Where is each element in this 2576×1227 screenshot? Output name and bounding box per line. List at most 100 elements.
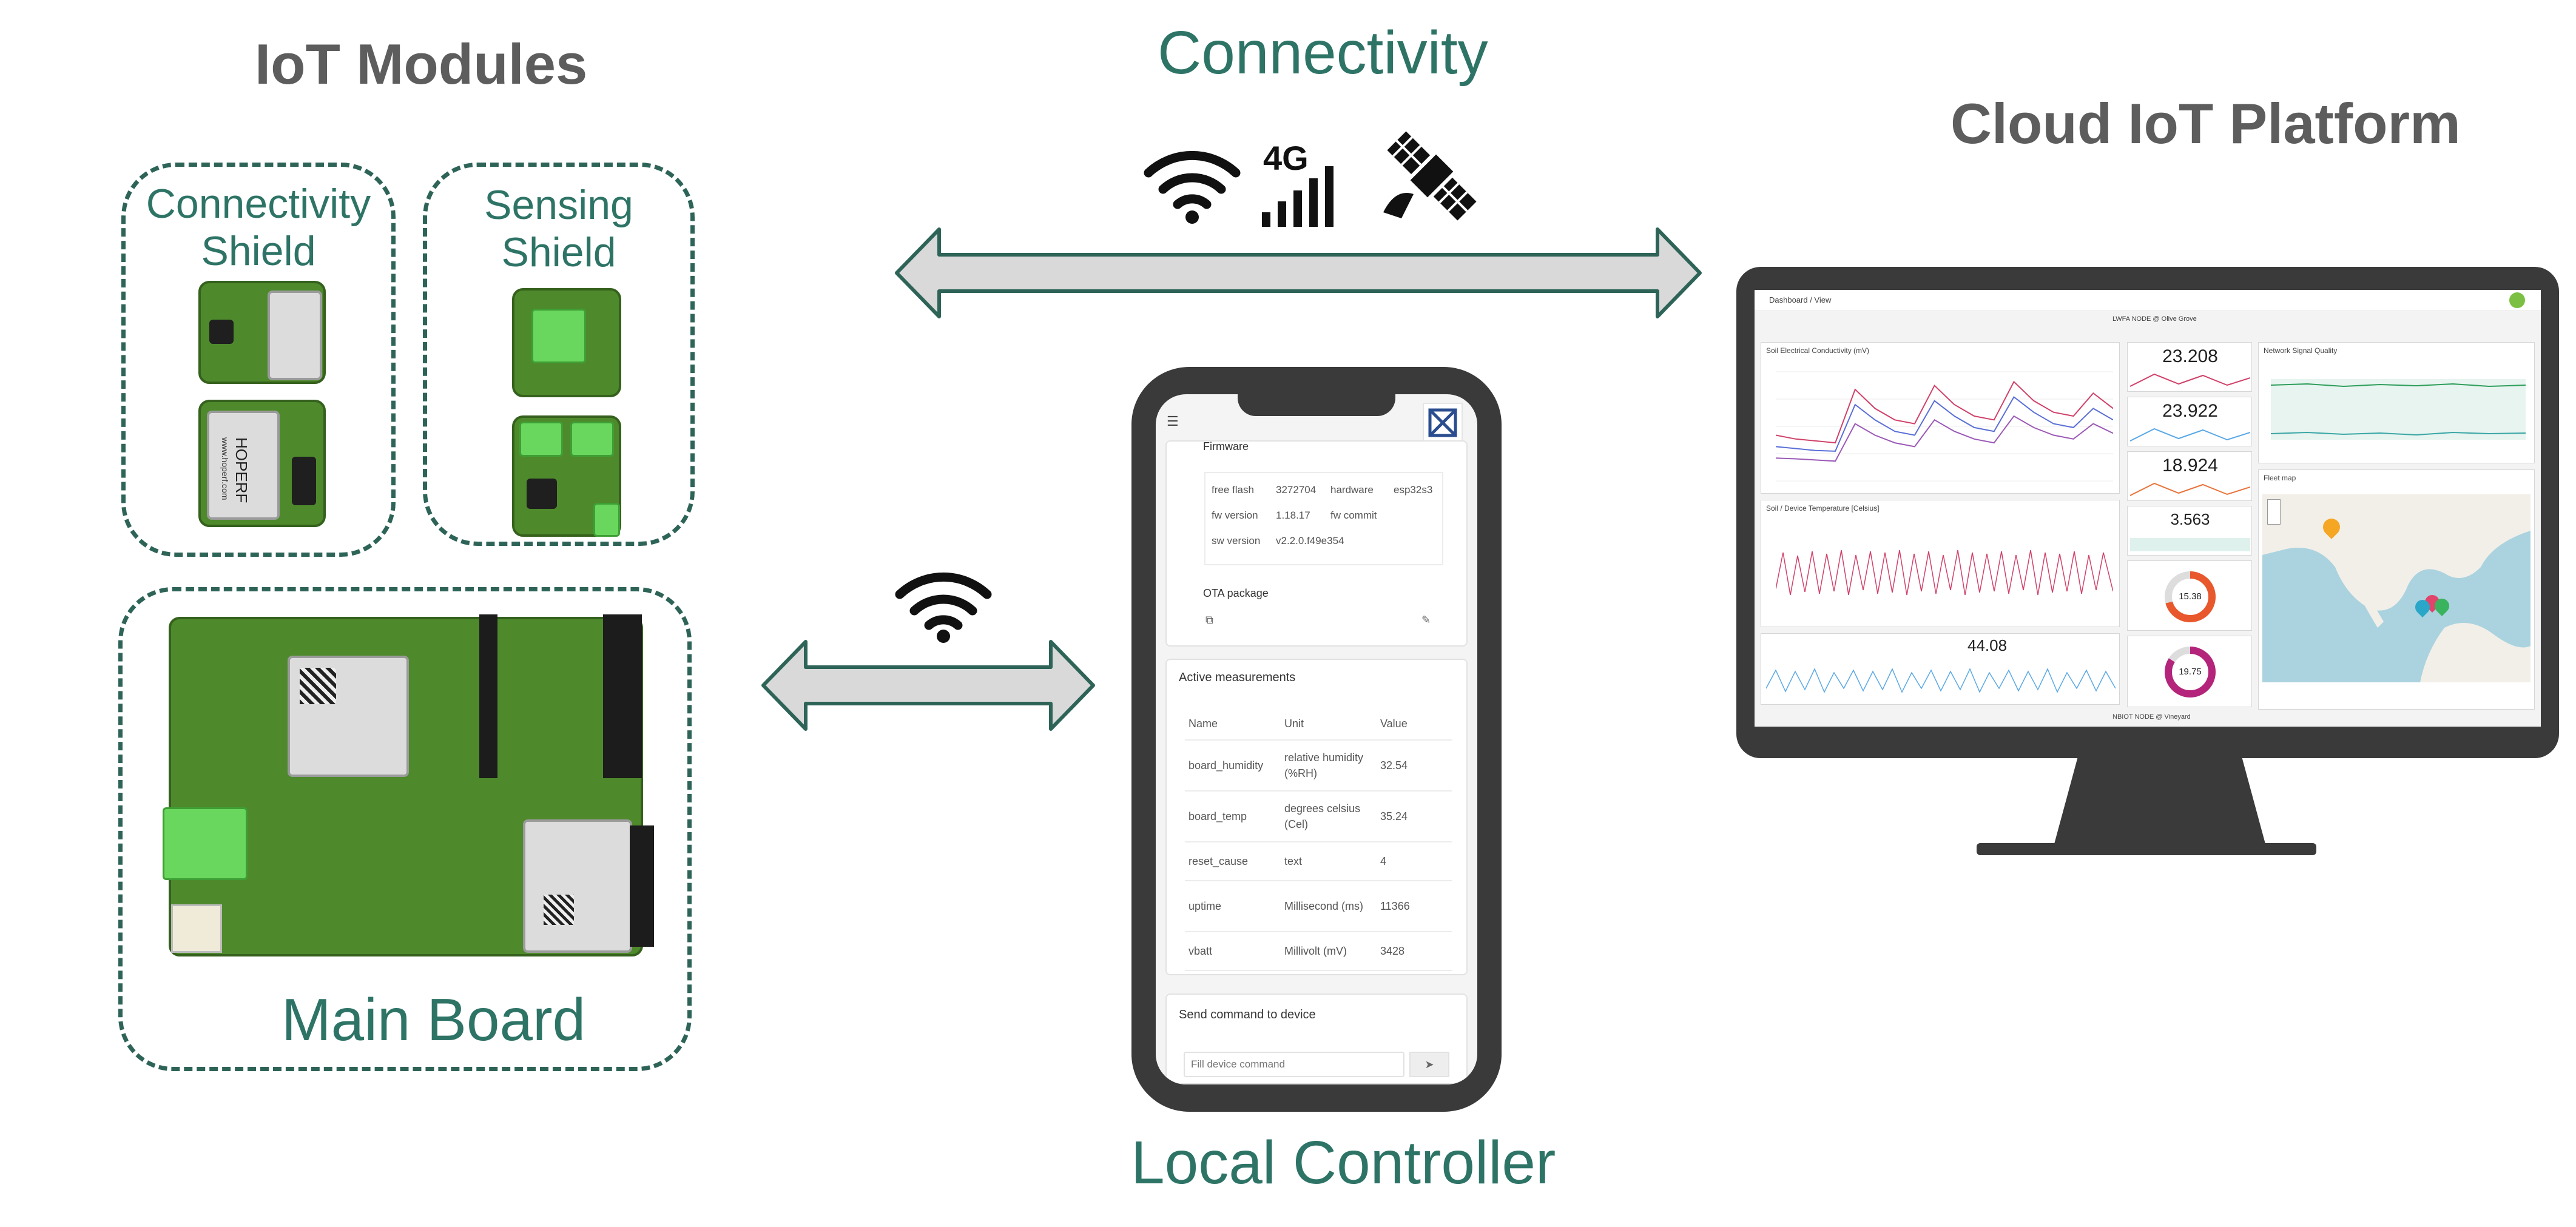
monitor-stand-base (1977, 843, 2316, 855)
hoperf-label: HOPERF (232, 437, 251, 503)
connectivity-shield-group: Connectivity Shield HOPERF www.hoperf.co… (121, 163, 396, 557)
hoperf-url: www.hoperf.com (220, 437, 230, 500)
measurement-value: 35.24 (1377, 791, 1452, 842)
pin-header-right (603, 614, 642, 778)
device-command-input[interactable] (1184, 1052, 1404, 1077)
stat-panel-2: 23.922 (2127, 397, 2252, 446)
main-board-group: Main Board (118, 587, 692, 1071)
hoperf-module: HOPERF www.hoperf.com (207, 411, 280, 520)
conductivity-chart (1776, 371, 2113, 482)
sensing-module-bottom (512, 415, 621, 537)
fleet-map[interactable] (2262, 494, 2530, 682)
sensing-shield-group: Sensing Shield (423, 163, 695, 546)
terminal-block-1 (519, 422, 563, 457)
local-link-arrow (761, 640, 1095, 731)
connectivity-module-top (198, 281, 326, 384)
ota-package-title: OTA package (1203, 587, 1269, 599)
stat-value: 23.922 (2162, 401, 2218, 421)
humidity-panel: 44.08 (1761, 633, 2120, 705)
table-row: board_temp degrees celsius (Cel) 35.24 (1185, 791, 1452, 842)
measurement-name: board_temp (1185, 791, 1281, 842)
menu-icon[interactable]: ☰ (1167, 414, 1179, 429)
conductivity-series-3 (1776, 415, 2113, 462)
measurement-value: 32.54 (1377, 740, 1452, 792)
copy-icon[interactable]: ⧉ (1205, 614, 1213, 626)
wifi-icon (1144, 151, 1241, 224)
dashboard-topbar: Dashboard / View (1755, 290, 2541, 311)
logo-mark-icon (1428, 408, 1457, 437)
stat-sparkline (2130, 428, 2250, 442)
send-command-card: Send command to device ➤ (1165, 993, 1468, 1084)
pin-header-top (479, 614, 497, 778)
table-header-row: Name Unit Value (1185, 708, 1452, 741)
measurement-value: 3428 (1377, 932, 1452, 971)
battery-connector (171, 904, 222, 953)
firmware-title: Firmware (1203, 440, 1249, 452)
cellular-module (288, 656, 409, 777)
esp32-module (523, 819, 632, 953)
connector (292, 457, 316, 505)
conductivity-title: Soil Electrical Conductivity (mV) (1766, 346, 1870, 355)
stat-panel-1: 23.208 (2127, 342, 2252, 392)
stat-value-44: 44.08 (1967, 636, 2008, 654)
cloud-platform-title: Cloud IoT Platform (1951, 92, 2461, 155)
dashboard-screen: Dashboard / View LWFA NODE @ Olive Grove… (1755, 290, 2541, 727)
dashboard-breadcrumb[interactable]: Dashboard / View (1769, 295, 1832, 304)
measurement-name: reset_cause (1185, 842, 1281, 881)
module-chip (209, 320, 234, 344)
measurement-unit: Millivolt (mV) (1281, 932, 1377, 971)
satellite-icon (1383, 131, 1477, 221)
edit-icon[interactable]: ✎ (1421, 614, 1431, 626)
qr-code (300, 668, 336, 704)
local-controller-title: Local Controller (1131, 1129, 1556, 1197)
connectivity-module-bottom: HOPERF www.hoperf.com (198, 400, 326, 527)
antenna (630, 825, 654, 947)
gauge-ring (2165, 647, 2216, 698)
conductivity-series-2 (1776, 396, 2113, 452)
bottom-row-title: NBIOT NODE @ Vineyard (2112, 713, 2191, 721)
stat-panel-4: 3.563 (2127, 506, 2252, 556)
main-terminal-block (163, 807, 248, 880)
stat-sparkline (2130, 482, 2250, 496)
cellular-signal-icon (1262, 166, 1334, 227)
firmware-table: free flash 3272704 hardware esp32s3 fw v… (1204, 472, 1443, 565)
wifi-icon-local (895, 573, 992, 643)
terminal-block (531, 309, 586, 363)
measurements-table: Name Unit Value board_humidity relative … (1185, 708, 1452, 971)
fw-key-hardware: hardware (1330, 484, 1374, 496)
terminal-block-3 (593, 503, 620, 537)
sensing-module-top (512, 288, 621, 397)
map-land (2262, 494, 2530, 682)
send-command-button[interactable]: ➤ (1409, 1052, 1449, 1077)
fleet-map-panel: Fleet map (2258, 469, 2535, 710)
measurement-name: uptime (1185, 881, 1281, 932)
phone-screen: ☰ Firmware free flash 3272704 hardware e… (1156, 394, 1477, 1084)
app-logo (1423, 403, 1463, 443)
table-row: vbatt Millivolt (mV) 3428 (1185, 932, 1452, 971)
table-row: board_humidity relative humidity (%RH) 3… (1185, 740, 1452, 792)
humidity-chart (1766, 668, 2116, 693)
map-zoom-control[interactable] (2267, 499, 2281, 525)
fleet-map-title: Fleet map (2264, 474, 2296, 482)
active-measurements-title: Active measurements (1179, 671, 1296, 684)
table-row: reset_cause text 4 (1185, 842, 1452, 881)
send-command-title: Send command to device (1179, 1008, 1316, 1021)
firmware-card: Firmware free flash 3272704 hardware esp… (1165, 440, 1468, 647)
radio-module (268, 291, 322, 380)
header-value: Value (1377, 708, 1452, 741)
connectivity-title: Connectivity (1158, 19, 1488, 87)
conductivity-panel: Soil Electrical Conductivity (mV) (1761, 342, 2120, 494)
measurement-name: board_humidity (1185, 740, 1281, 792)
measurement-unit: Millisecond (ms) (1281, 881, 1377, 932)
cellular-4g-label: 4G (1263, 139, 1309, 177)
cloud-link-arrow (895, 227, 1702, 318)
fw-val-sw-version: v2.2.0.f49e354 (1276, 535, 1344, 546)
phone-notch (1238, 394, 1395, 416)
fw-key-fw-version: fw version (1212, 509, 1258, 521)
top-row-title: LWFA NODE @ Olive Grove (2112, 315, 2197, 323)
measurement-unit: degrees celsius (Cel) (1281, 791, 1377, 842)
fw-val-free-flash: 3272704 (1276, 484, 1317, 496)
terminal-block-2 (570, 422, 614, 457)
header-unit: Unit (1281, 708, 1377, 741)
table-row: uptime Millisecond (ms) 11366 (1185, 881, 1452, 932)
